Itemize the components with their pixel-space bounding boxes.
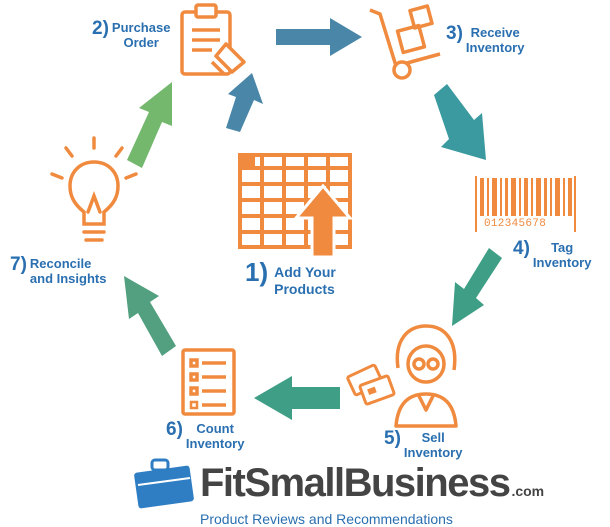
brand-tagline: Product Reviews and Recommendations xyxy=(200,511,453,527)
brand-logo: FitSmallBusiness.com Product Reviews and… xyxy=(200,463,544,527)
step-7-number: 7) xyxy=(10,254,27,275)
arrow-4-to-5 xyxy=(452,248,502,326)
lightbulb-icon xyxy=(50,136,138,242)
step-1-line1: Add Your xyxy=(274,264,336,280)
arrow-5-to-6 xyxy=(254,376,340,420)
step-6-line2: Inventory xyxy=(185,436,245,451)
step-1-number: 1) xyxy=(245,257,269,287)
arrow-3-to-4 xyxy=(434,84,486,160)
step-4-line2: Inventory xyxy=(532,255,592,270)
arrow-2-to-3 xyxy=(276,18,362,56)
step-7-line2: and Insights xyxy=(29,271,107,286)
step-2-line2: Order xyxy=(123,35,159,50)
step-1-line2: Products xyxy=(274,281,335,297)
cashier-icon xyxy=(394,324,458,428)
step-5-number: 5) xyxy=(384,428,401,449)
arrow-6-to-7 xyxy=(124,276,176,356)
arrow-1-to-2 xyxy=(226,73,263,132)
step-4-number: 4) xyxy=(513,238,530,259)
step-5-line2: Inventory xyxy=(403,445,463,460)
checklist-icon xyxy=(181,348,236,416)
arrow-7-to-2 xyxy=(127,82,172,168)
step-6-number: 6) xyxy=(166,419,183,440)
barcode-digits: 012345678 xyxy=(484,218,547,230)
step-3-line2: Inventory xyxy=(465,40,525,55)
brand-name-text: FitSmallBusiness xyxy=(200,461,511,505)
upload-arrow-icon xyxy=(292,183,354,259)
clipboard-icon xyxy=(180,3,246,76)
step-2-line1: Purchase xyxy=(111,20,171,35)
hand-truck-icon xyxy=(369,4,441,80)
step-2-number: 2) xyxy=(92,18,109,39)
brand-suffix: .com xyxy=(511,483,545,499)
step-4-line1: Tag xyxy=(551,240,574,255)
brand-name: FitSmallBusiness.com xyxy=(200,463,544,511)
step-3-line1: Receive xyxy=(470,25,520,40)
step-7-line1: Reconcile xyxy=(29,256,92,271)
step-5-line1: Sell xyxy=(421,430,445,445)
briefcase-icon xyxy=(134,458,194,509)
step-6-line1: Count xyxy=(196,421,234,436)
step-3-number: 3) xyxy=(446,23,463,44)
credit-cards-icon xyxy=(346,363,396,406)
barcode-icon xyxy=(475,176,576,232)
